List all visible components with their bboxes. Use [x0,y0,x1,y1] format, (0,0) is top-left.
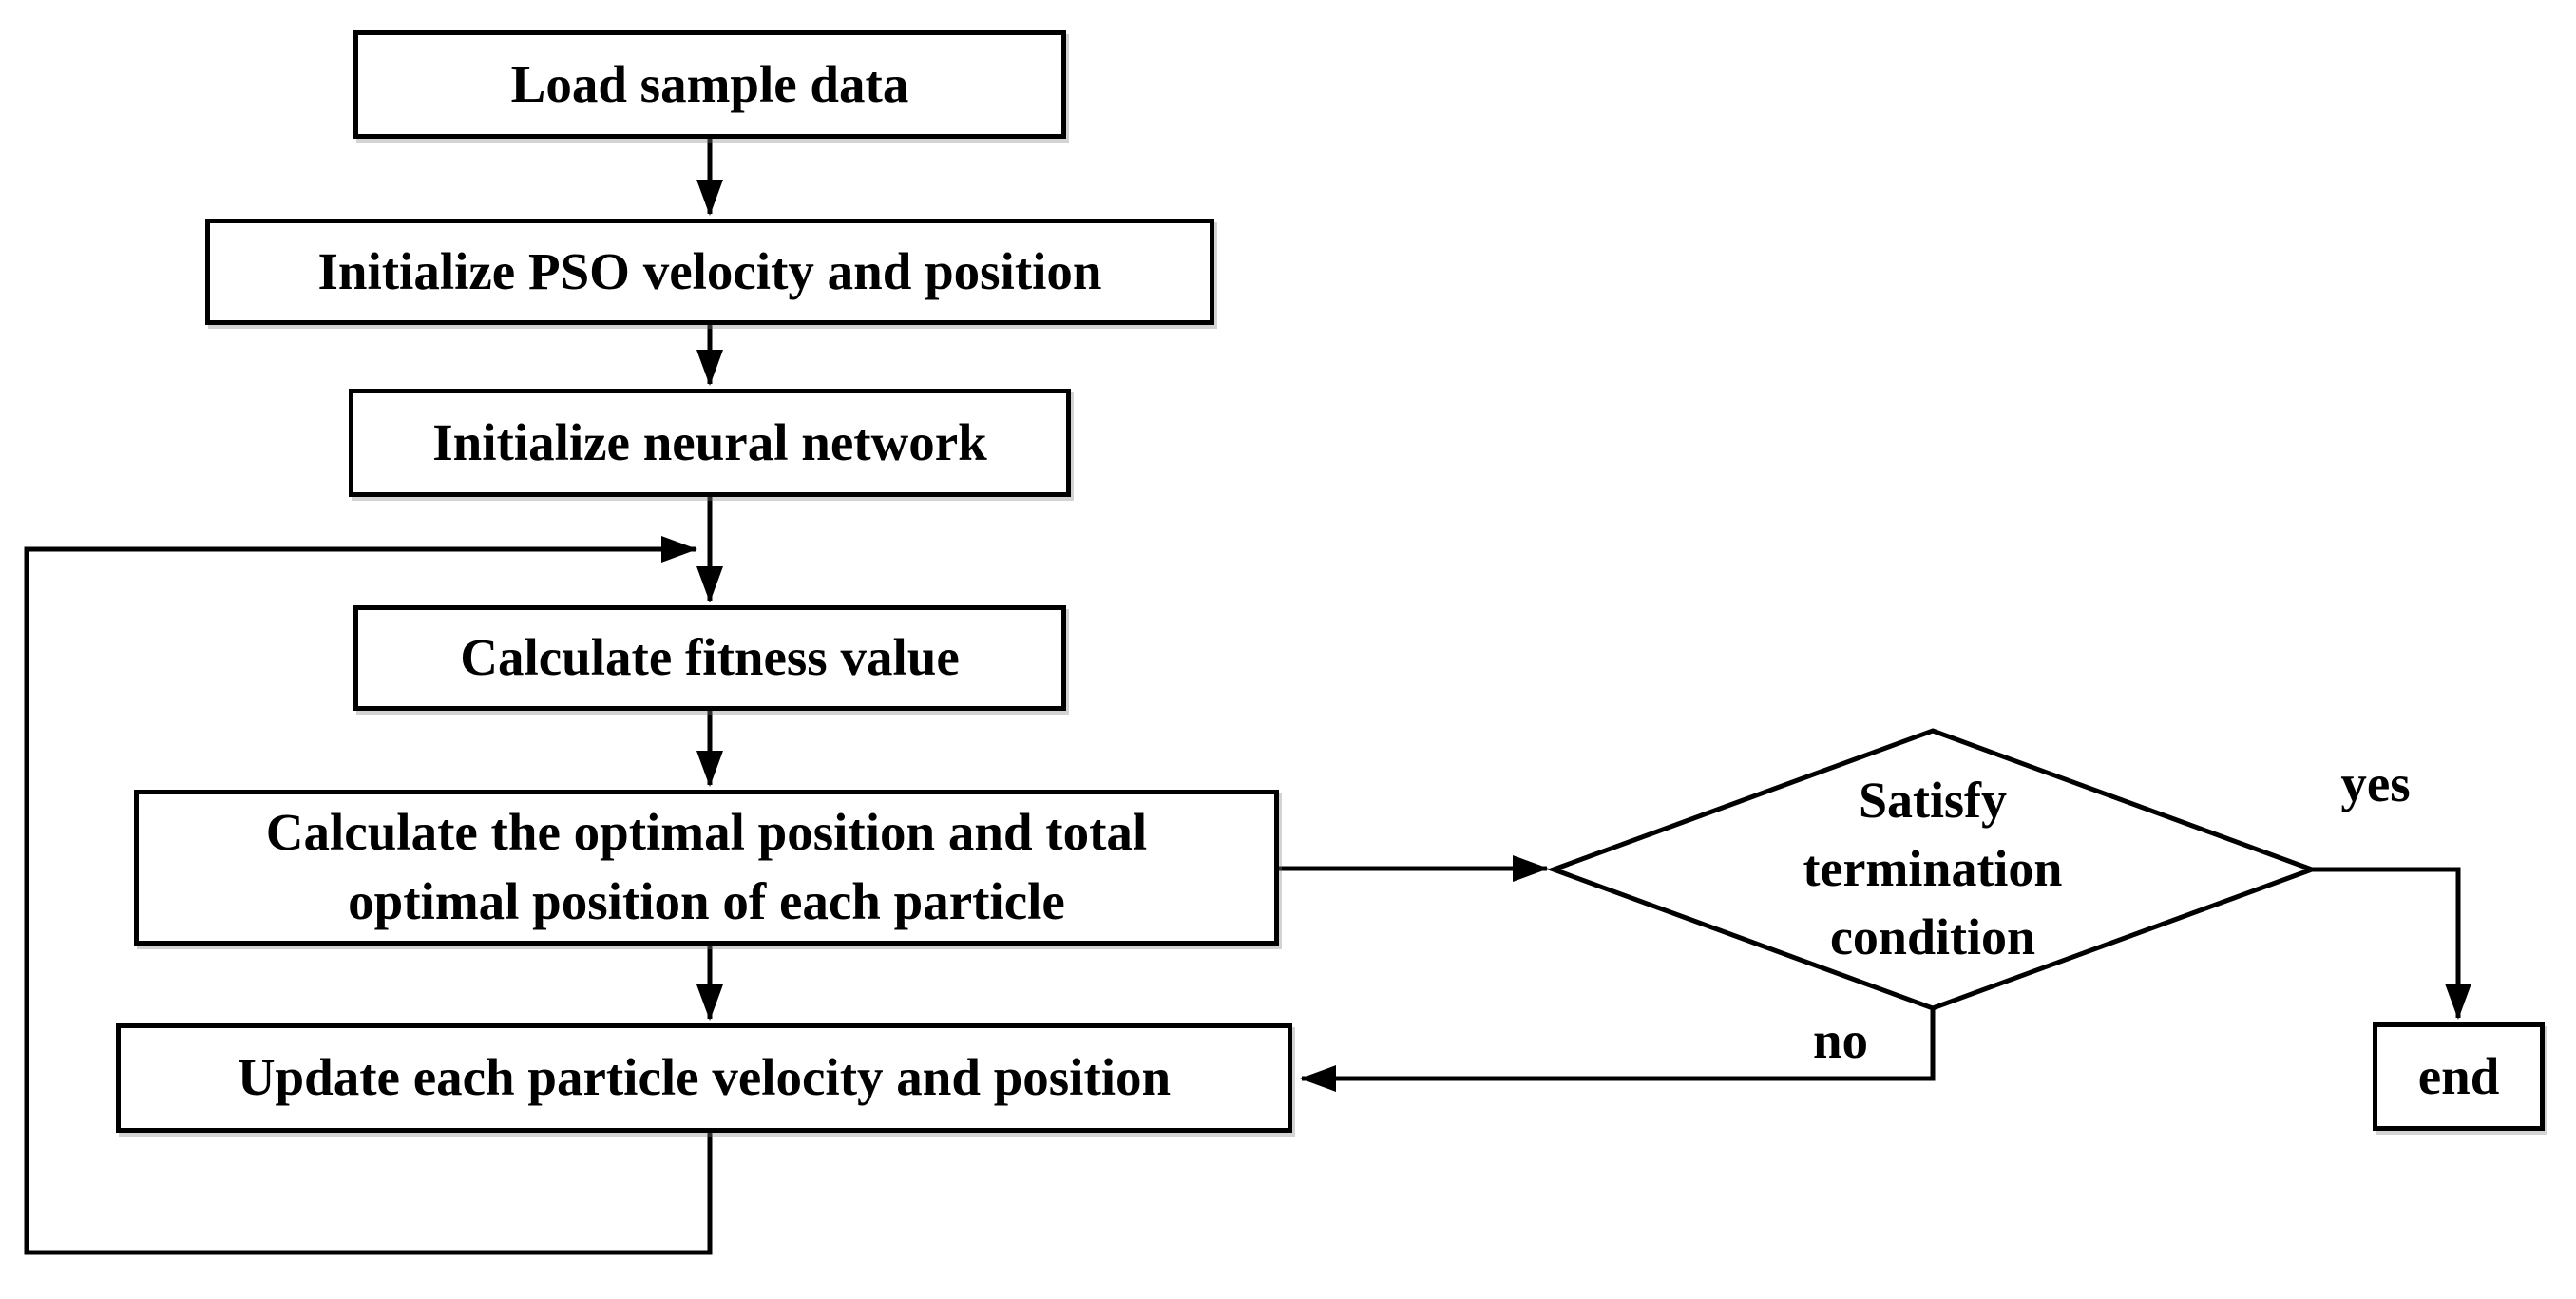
node-calculate-optimal-position-label: Calculate the optimal position and total… [265,803,1148,930]
edge-label-yes: yes [2299,750,2452,816]
node-calculate-fitness-label: Calculate fitness value [460,628,960,687]
edge-label-yes-text: yes [2340,754,2411,812]
node-end-label: end [2417,1046,2500,1105]
node-initialize-pso: Initialize PSO velocity and position [205,219,1214,325]
edge-decision-no-to-update [1300,1008,1936,1092]
edge-label-no: no [1765,1006,1917,1073]
node-calculate-optimal-position: Calculate the optimal position and total… [134,790,1279,946]
decision-diamond [1546,728,2319,1011]
node-initialize-pso-label: Initialize PSO velocity and position [317,241,1102,300]
node-end: end [2373,1022,2545,1131]
node-update-particle-label: Update each particle velocity and positi… [237,1048,1172,1107]
edge-update-loopback [24,536,713,1255]
edge-label-no-text: no [1812,1010,1869,1069]
node-initialize-neural-network: Initialize neural network [349,389,1071,497]
node-calculate-fitness: Calculate fitness value [353,605,1066,711]
node-load-sample-data: Load sample data [353,30,1066,139]
edge-decision-yes-to-end [2311,867,2471,1020]
node-update-particle: Update each particle velocity and positi… [116,1023,1292,1133]
node-initialize-neural-network-label: Initialize neural network [432,412,987,471]
node-load-sample-data-label: Load sample data [510,54,909,113]
